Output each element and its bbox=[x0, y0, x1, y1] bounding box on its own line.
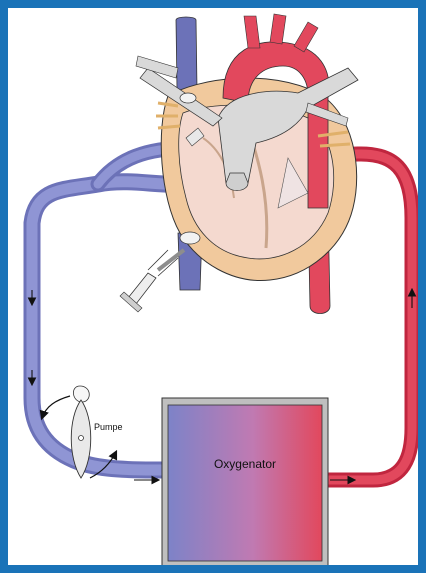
heart-illustration bbox=[120, 14, 358, 314]
pump-rotation-arrow-up bbox=[42, 396, 70, 418]
heart-lung-machine-diagram: Pumpe Oxygenator bbox=[8, 8, 418, 565]
oxygenator-label: Oxygenator bbox=[214, 457, 276, 471]
oxygenator: Oxygenator bbox=[162, 398, 328, 565]
pump-label: Pumpe bbox=[94, 422, 123, 432]
diagram-canvas: Pumpe Oxygenator bbox=[8, 8, 418, 565]
